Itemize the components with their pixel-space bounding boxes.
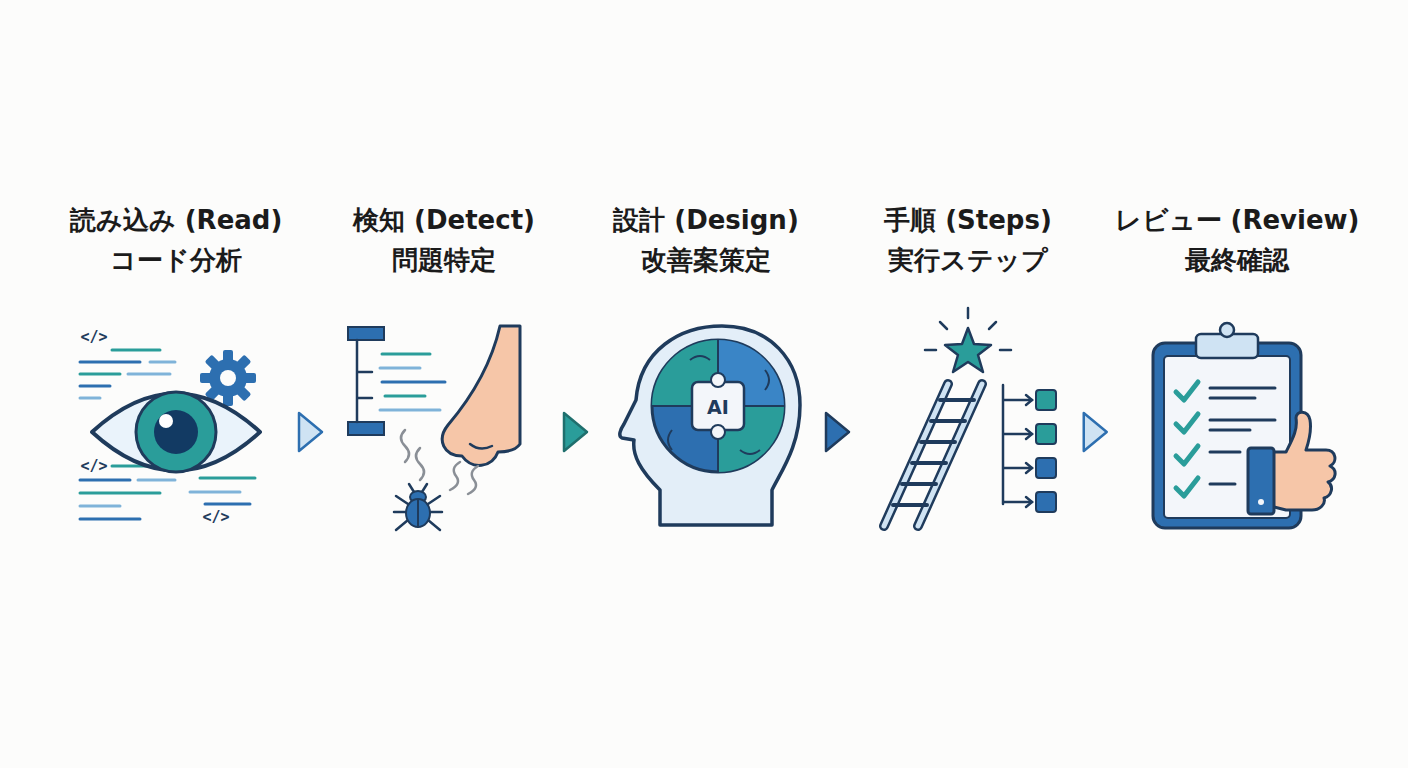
eye-icon (80, 350, 260, 519)
stage-column: レビュー (Review)最終確認 (1109, 200, 1366, 535)
stage-title: 手順 (Steps) (855, 200, 1081, 240)
arrow-head (826, 413, 849, 451)
flow-arrow (819, 413, 855, 451)
head-puzzle-icon (620, 326, 800, 525)
arrow-head (564, 413, 587, 451)
stage-subtitle: コード分析 (63, 240, 289, 280)
stage-column: 手順 (Steps)実行ステップ (855, 200, 1081, 535)
code-symbol: </> (202, 508, 229, 526)
code-symbol: </> (80, 328, 107, 346)
stage-subtitle: 最終確認 (1109, 240, 1366, 280)
arrow-head (1084, 413, 1107, 451)
stage-column: 設計 (Design)改善案策定 (593, 200, 819, 535)
stage-subtitle: 改善案策定 (593, 240, 819, 280)
nose-bug-icon (348, 326, 520, 530)
ladder-steps-icon (884, 308, 1056, 526)
stage-title: レビュー (Review) (1109, 200, 1366, 240)
flow-arrow (289, 413, 331, 451)
stage-column: 読み込み (Read)コード分析 (63, 200, 289, 535)
stage-column: 検知 (Detect)問題特定 (331, 200, 557, 535)
ai-mark: AI (707, 396, 729, 418)
flow-arrow (1081, 413, 1109, 451)
stage-title: 読み込み (Read) (63, 200, 289, 240)
flow-arrow (557, 413, 593, 451)
stage-title: 設計 (Design) (593, 200, 819, 240)
code-symbol: </> (80, 457, 107, 475)
stage-subtitle: 実行ステップ (855, 240, 1081, 280)
arrow-head (299, 413, 322, 451)
stage-subtitle: 問題特定 (331, 240, 557, 280)
stage-title: 検知 (Detect) (331, 200, 557, 240)
clipboard-icon (1153, 323, 1335, 528)
